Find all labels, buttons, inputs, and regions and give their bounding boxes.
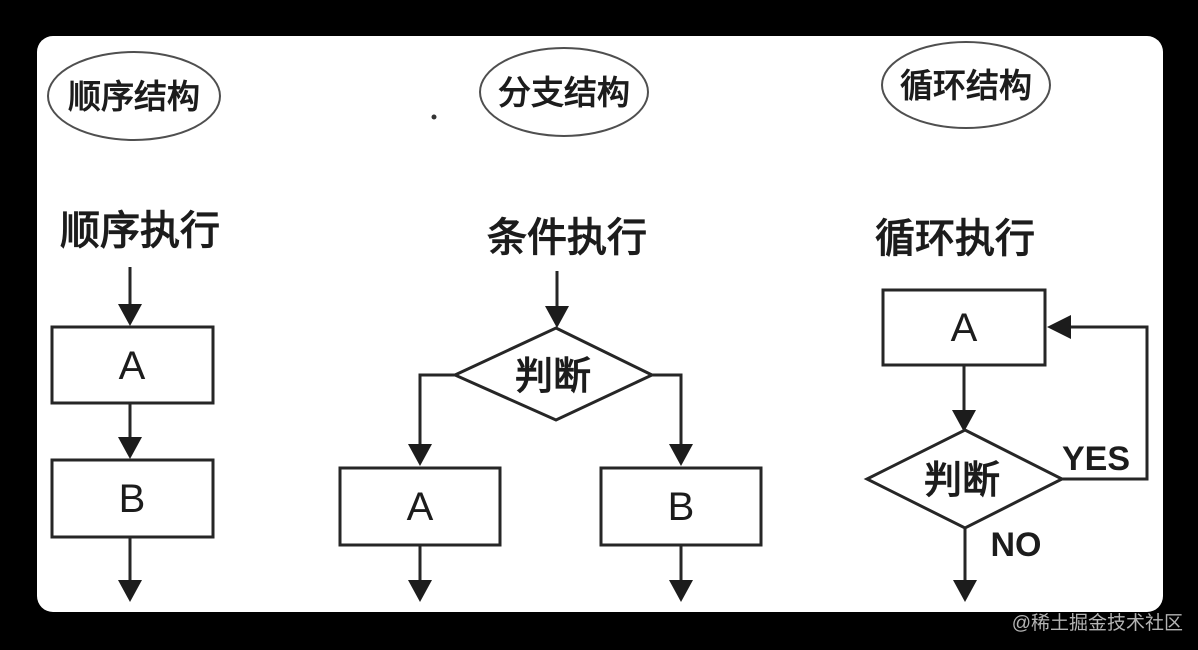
branch-decision-diamond — [451, 326, 656, 422]
loop-title-label: 循环结构 — [900, 67, 1032, 104]
branch-box-a-label: A — [407, 485, 434, 529]
branch-right-connector — [652, 373, 683, 445]
sequence-arrow-1-head — [118, 304, 142, 326]
branch-arrow-top-head — [545, 306, 569, 328]
branch-left-connector — [418, 373, 455, 445]
branch-right-arrow-head — [669, 444, 693, 466]
loop-title-ellipse — [881, 41, 1051, 129]
branch-title-label: 分支结构 — [498, 74, 630, 111]
sequence-arrow-3-head — [118, 580, 142, 602]
loop-no-label: NO — [991, 526, 1042, 564]
sequence-box-b-label: B — [119, 477, 146, 521]
stray-dot — [431, 114, 437, 120]
sequence-title-label: 顺序结构 — [68, 78, 200, 115]
branch-left-arrow-head — [408, 444, 432, 466]
loop-yes-label: YES — [1062, 440, 1130, 478]
sequence-box-a-label: A — [119, 344, 146, 388]
loop-subtitle: 循环执行 — [875, 217, 1035, 261]
white-surface — [37, 36, 1163, 612]
loop-structure-section: 循环结构 循环执行 A 判断 YES NO — [863, 41, 1149, 602]
sequence-box-a — [50, 325, 215, 405]
sequence-subtitle: 顺序执行 — [60, 209, 220, 253]
sequence-arrow-2-head — [118, 437, 142, 459]
branch-box-a-exit-head — [408, 580, 432, 602]
loop-box-a-label: A — [951, 306, 978, 350]
loop-exit-head — [953, 580, 977, 602]
loop-arrow-to-decision-head — [952, 410, 976, 432]
branch-box-b-label: B — [668, 485, 695, 529]
branch-box-b-exit-head — [669, 580, 693, 602]
sequence-title-ellipse — [47, 51, 221, 141]
loop-return-arrow-head — [1047, 315, 1071, 339]
branch-structure-section: 分支结构 条件执行 判断 A B — [338, 47, 763, 602]
sequence-box-b — [50, 458, 215, 539]
branch-title-ellipse — [479, 47, 649, 137]
loop-return-connector — [1062, 325, 1149, 481]
watermark-text: @稀土掘金技术社区 — [1012, 612, 1183, 634]
branch-decision-label: 判断 — [515, 356, 591, 398]
branch-subtitle: 条件执行 — [487, 216, 647, 260]
sequence-structure-section: 顺序结构 顺序执行 A B — [47, 51, 221, 602]
loop-decision-label: 判断 — [924, 460, 1000, 502]
